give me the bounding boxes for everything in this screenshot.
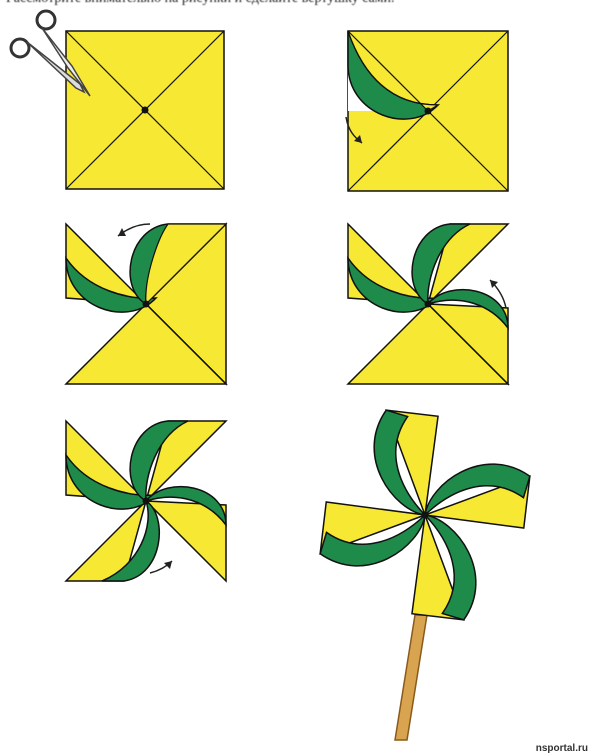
step-5-fourth-fold (58, 415, 238, 590)
step-2-first-fold (340, 25, 520, 200)
step-4-third-fold (340, 218, 520, 393)
stick (395, 615, 427, 740)
step-3-second-fold (58, 218, 238, 393)
pin-dot-icon (142, 107, 149, 114)
fold-arrow-icon (150, 561, 172, 573)
watermark: nsportal.ru (536, 743, 588, 754)
scissors-icon (6, 8, 96, 103)
step-6-finished-pinwheel (315, 400, 545, 745)
